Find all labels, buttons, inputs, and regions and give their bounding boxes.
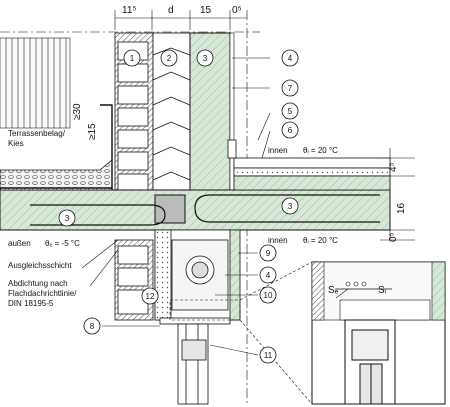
inside-top-label: innen	[268, 146, 288, 155]
inset-connector	[169, 261, 313, 405]
marker-12: 12	[141, 287, 159, 305]
dim-left-1: ≥30	[72, 103, 83, 120]
s-i-label: Sᵢ	[378, 285, 387, 296]
svg-text:2: 2	[167, 54, 172, 63]
axis-lines	[0, 10, 415, 405]
dim-top-4: 0⁵	[232, 5, 242, 16]
svg-text:3: 3	[288, 202, 293, 211]
svg-text:7: 7	[288, 84, 293, 93]
dim-top-1: 11⁵	[122, 5, 137, 16]
leader-lines	[81, 57, 349, 356]
marker-4-top: 4	[281, 49, 299, 67]
marker-6: 6	[281, 121, 299, 139]
svg-text:3: 3	[65, 214, 70, 223]
marker-10: 10	[259, 286, 277, 304]
svg-text:1: 1	[130, 54, 135, 63]
theta-i-top-label: θᵢ = 20 °C	[303, 146, 338, 155]
terrace-label-1: Terrassenbelag/	[8, 129, 66, 138]
dim-top-3: 15	[200, 5, 212, 16]
marker-9: 9	[259, 244, 277, 262]
marker-1: 1	[123, 49, 141, 67]
marker-4-bottom: 4	[259, 266, 277, 284]
marker-8: 8	[83, 317, 101, 335]
terrace-label-2: Kies	[8, 139, 24, 148]
marker-3-wall: 3	[196, 49, 214, 67]
brick-outer-leaf	[114, 32, 154, 321]
svg-text:8: 8	[90, 322, 95, 331]
lintel-area	[154, 229, 241, 405]
svg-text:11: 11	[264, 351, 273, 360]
outside-label: außen	[8, 239, 31, 248]
svg-text:12: 12	[146, 292, 155, 301]
dim-left-2: ≥15	[87, 123, 98, 140]
terrace-buildup	[0, 104, 113, 191]
dim-right-2: 16	[396, 202, 407, 214]
marker-3-slab-left: 3	[58, 209, 76, 227]
marker-11: 11	[259, 346, 277, 364]
seal-label-3: DIN 18195-5	[8, 299, 54, 308]
svg-text:3: 3	[203, 54, 208, 63]
dim-right-3: 0⁵	[388, 232, 399, 242]
plaster-inside	[229, 32, 235, 194]
dim-top-2: d	[168, 5, 174, 16]
seal-label-2: Flachdachrichtlinie/	[8, 289, 77, 298]
terrace-cladding	[0, 37, 71, 129]
reinforcement-bars	[30, 194, 380, 226]
svg-text:6: 6	[288, 126, 293, 135]
leveling-layer-label: Ausgleichsschicht	[8, 261, 72, 270]
marker-3-slab-right: 3	[281, 197, 299, 215]
seal-label-1: Abdichtung nach	[8, 279, 68, 288]
marker-2: 2	[160, 49, 178, 67]
floor-buildup	[227, 139, 391, 191]
detail-inset	[311, 261, 446, 405]
s-e-label: Sₑ	[328, 285, 339, 296]
marker-7: 7	[281, 79, 299, 97]
inside-bottom-label: innen	[268, 236, 288, 245]
marker-5: 5	[281, 102, 299, 120]
svg-text:4: 4	[266, 271, 271, 280]
theta-e-label: θₑ = -5 °C	[45, 239, 80, 248]
dim-right-1: 4⁵	[388, 162, 399, 172]
slab-thermal-break	[154, 194, 186, 224]
svg-text:5: 5	[288, 107, 293, 116]
svg-text:4: 4	[288, 54, 293, 63]
svg-text:10: 10	[264, 291, 273, 300]
theta-i-bottom-label: θᵢ = 20 °C	[303, 236, 338, 245]
svg-text:9: 9	[266, 249, 271, 258]
